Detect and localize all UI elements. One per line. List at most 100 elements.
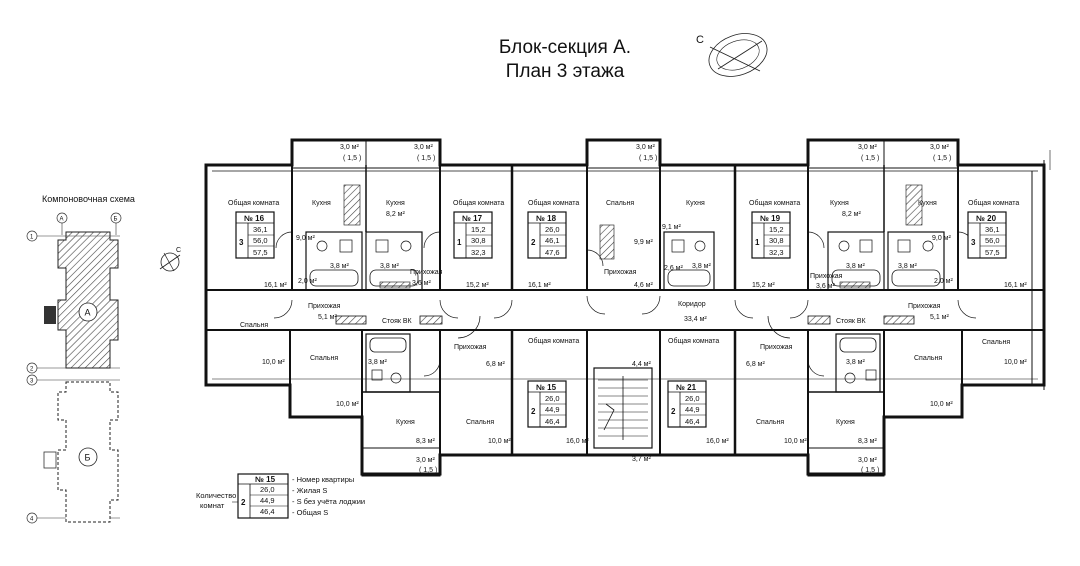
svg-text:3,6 м²: 3,6 м²	[412, 280, 431, 287]
svg-text:Общая комната: Общая комната	[228, 199, 279, 207]
apartment-area-no-loggia: 30,8	[471, 236, 486, 245]
svg-text:8,2 м²: 8,2 м²	[386, 211, 405, 218]
svg-text:5,1 м²: 5,1 м²	[318, 314, 337, 321]
svg-text:Спальня: Спальня	[756, 419, 784, 426]
svg-text:10,0 м²: 10,0 м²	[336, 401, 359, 408]
svg-text:Спальня: Спальня	[606, 200, 634, 207]
apartment-number: № 21	[676, 383, 697, 392]
apartment-area-no-loggia: 56,0	[253, 236, 268, 245]
scheme-block-a	[57, 231, 119, 369]
svg-text:Кухня: Кухня	[830, 200, 849, 207]
legend-num: № 15	[255, 475, 276, 484]
legend: Количество комнат № 15 2 26,0 44,9 46,4 …	[196, 473, 365, 519]
svg-text:10,0 м²: 10,0 м²	[1004, 359, 1027, 366]
svg-text:2,0 м²: 2,0 м²	[934, 278, 953, 285]
svg-text:16,0 м²: 16,0 м²	[566, 438, 589, 445]
svg-text:Спальня: Спальня	[982, 339, 1010, 346]
svg-text:Прихожая: Прихожая	[810, 273, 843, 280]
svg-text:9,0 м²: 9,0 м²	[296, 235, 315, 242]
svg-text:16,1 м²: 16,1 м²	[264, 282, 287, 289]
svg-text:( 1,5 ): ( 1,5 )	[343, 155, 361, 162]
svg-text:Общая комната: Общая комната	[749, 199, 800, 207]
svg-text:3,8 м²: 3,8 м²	[330, 263, 349, 270]
apartment-living-area: 36,1	[253, 225, 268, 234]
apartment-number: № 18	[536, 214, 557, 223]
apartment-number: № 16	[244, 214, 265, 223]
svg-text:44,9: 44,9	[260, 496, 275, 505]
apartment-living-area: 15,2	[471, 225, 486, 234]
svg-text:8,3 м²: 8,3 м²	[416, 438, 435, 445]
svg-text:( 1,5 ): ( 1,5 )	[417, 155, 435, 162]
apartment-area-no-loggia: 46,1	[545, 236, 560, 245]
svg-text:6,8 м²: 6,8 м²	[746, 361, 765, 368]
apartment-total-area: 32,3	[769, 248, 784, 257]
svg-text:А: А	[60, 217, 64, 223]
svg-text:Б: Б	[85, 453, 91, 463]
plan-title-line1: Блок-секция А.	[498, 37, 632, 58]
apartment-rooms: 2	[671, 407, 676, 416]
svg-text:16,0 м²: 16,0 м²	[706, 438, 729, 445]
svg-text:3: 3	[30, 379, 34, 385]
scheme-axis-a	[56, 212, 68, 224]
svg-text:Общая комната: Общая комната	[968, 199, 1019, 207]
plan-title: Блок-секция А. План 3 этажа	[455, 36, 675, 84]
svg-text:Кухня: Кухня	[686, 200, 705, 207]
apartment-area-no-loggia: 44,9	[545, 405, 560, 414]
svg-text:А: А	[85, 308, 91, 318]
apartment-rooms: 3	[239, 238, 244, 247]
svg-text:1: 1	[30, 235, 34, 241]
layout-scheme: Компоновочная схема А Б 1 2 3 4 А Б	[26, 194, 135, 524]
svg-text:2: 2	[241, 498, 246, 507]
svg-text:8,3 м²: 8,3 м²	[858, 438, 877, 445]
svg-text:Стояк ВК: Стояк ВК	[836, 318, 867, 325]
svg-text:2: 2	[30, 367, 34, 373]
room-labels: 3,0 м² ( 1,5 ) 3,0 м² ( 1,5 ) 3,0 м² ( 1…	[228, 144, 1027, 474]
svg-text:3,8 м²: 3,8 м²	[898, 263, 917, 270]
svg-text:10,0 м²: 10,0 м²	[488, 438, 511, 445]
svg-text:3,0 м²: 3,0 м²	[858, 144, 877, 151]
svg-text:3,7 м²: 3,7 м²	[632, 456, 651, 463]
apartment-rooms: 1	[755, 238, 760, 247]
svg-text:8,2 м²: 8,2 м²	[842, 211, 861, 218]
apartment-total-area: 57,5	[253, 248, 268, 257]
svg-text:10,0 м²: 10,0 м²	[784, 438, 807, 445]
svg-text:16,1 м²: 16,1 м²	[1004, 282, 1027, 289]
svg-text:10,0 м²: 10,0 м²	[930, 401, 953, 408]
apartment-number: № 20	[976, 214, 997, 223]
apartment-card: № 16 3 36,1 56,0 57,5	[235, 211, 275, 259]
svg-text:Общая комната: Общая комната	[528, 199, 579, 207]
svg-text:С: С	[176, 247, 181, 254]
svg-text:3,0 м²: 3,0 м²	[416, 457, 435, 464]
apartment-living-area: 15,2	[769, 225, 784, 234]
svg-text:Кухня: Кухня	[396, 419, 415, 426]
apartment-living-area: 26,0	[545, 394, 560, 403]
svg-text:Кухня: Кухня	[386, 200, 405, 207]
svg-text:Кухня: Кухня	[836, 419, 855, 426]
apartment-rooms: 3	[971, 238, 976, 247]
apartment-total-area: 46,4	[545, 417, 560, 426]
plan-title-line2: План 3 этажа	[505, 61, 625, 82]
svg-text:4,4 м²: 4,4 м²	[632, 361, 651, 368]
svg-text:Общая комната: Общая комната	[453, 199, 504, 207]
svg-text:- S без учёта лоджии: - S без учёта лоджии	[292, 497, 365, 506]
riser-label: Стояк ВК	[382, 318, 413, 325]
svg-text:3,0 м²: 3,0 м²	[858, 457, 877, 464]
svg-text:Прихожая: Прихожая	[308, 303, 341, 310]
svg-text:Кухня: Кухня	[918, 200, 937, 207]
svg-text:16,1 м²: 16,1 м²	[528, 282, 551, 289]
scheme-axis-b	[110, 212, 122, 224]
apartment-number: № 19	[760, 214, 781, 223]
svg-text:Прихожая: Прихожая	[410, 269, 443, 276]
apartment-rooms: 2	[531, 407, 536, 416]
apartment-area-no-loggia: 44,9	[685, 405, 700, 414]
apartment-total-area: 47,6	[545, 248, 560, 257]
svg-text:Количество: Количество	[196, 491, 236, 500]
svg-text:Спальня: Спальня	[466, 419, 494, 426]
